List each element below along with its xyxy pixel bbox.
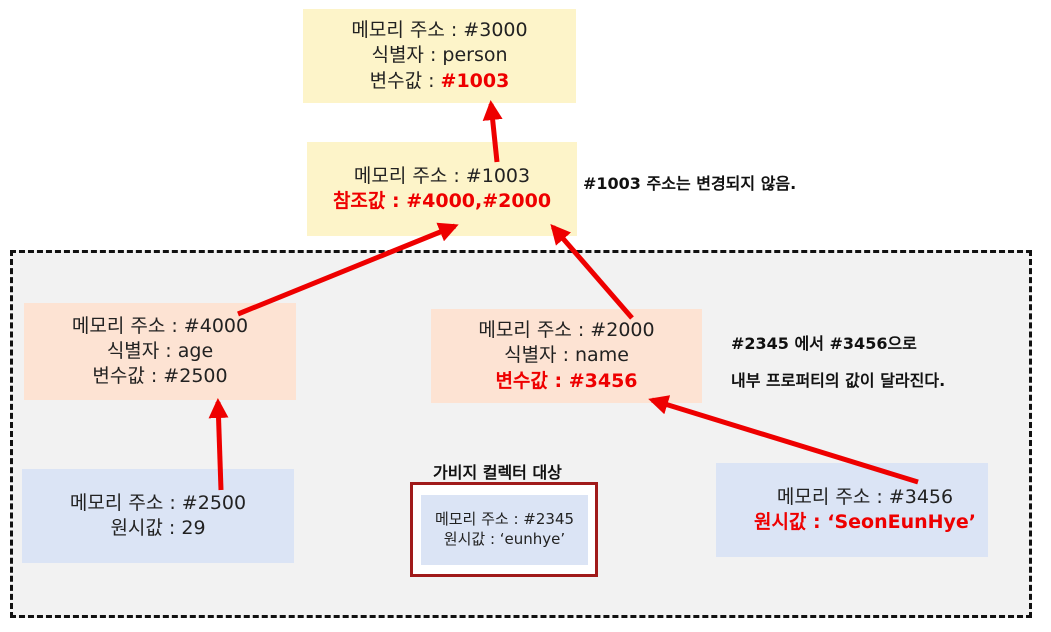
name-primitive-value: 원시값 : ‘SeonEunHye’ (753, 511, 977, 533)
object-reference: 참조값 : #4000,#2000 (332, 190, 552, 212)
note-unchanged: #1003 주소는 변경되지 않음. (583, 174, 797, 193)
note-changed-line2: 내부 프로퍼티의 값이 달라진다. (731, 371, 946, 390)
name-primitive-box: 메모리 주소 : #3456 원시값 : ‘SeonEunHye’ (716, 463, 988, 557)
person-value: #1003 (440, 69, 510, 92)
age-address: 메모리 주소 : #4000 (71, 314, 249, 337)
age-value: 변수값 : #2500 (92, 365, 228, 388)
object-address: 메모리 주소 : #1003 (353, 164, 531, 187)
arrow-name-primitive-to-name (648, 395, 919, 485)
age-variable-box: 메모리 주소 : #4000 식별자 : age 변수값 : #2500 (24, 303, 296, 400)
name-address: 메모리 주소 : #2000 (478, 319, 655, 342)
arrow-object-to-person (482, 100, 503, 163)
arrow-age-primitive-to-age (208, 398, 229, 491)
age-identifier: 식별자 : age (106, 339, 214, 362)
person-value-label: 변수값 : (369, 69, 441, 92)
person-object-box: 메모리 주소 : #1003 참조값 : #4000,#2000 (307, 142, 577, 236)
name-primitive-address: 메모리 주소 : #3456 (776, 485, 954, 508)
gc-address: 메모리 주소 : #2345 (434, 510, 575, 529)
arrow-age-to-object (237, 222, 459, 317)
name-value: 변수값 : #3456 (495, 369, 638, 392)
gc-box: 메모리 주소 : #2345 원시값 : ‘eunhye’ (421, 495, 588, 565)
arrow-name-to-object (550, 223, 634, 320)
name-identifier: 식별자 : name (504, 344, 629, 367)
name-variable-box: 메모리 주소 : #2000 식별자 : name 변수값 : #3456 (431, 309, 702, 403)
age-primitive-value: 원시값 : 29 (110, 517, 206, 539)
age-primitive-box: 메모리 주소 : #2500 원시값 : 29 (22, 469, 294, 563)
person-identifier: 식별자 : person (371, 44, 508, 67)
note-changed-line1: #2345 에서 #3456으로 (731, 334, 917, 353)
gc-value: 원시값 : ‘eunhye’ (443, 530, 566, 548)
person-address: 메모리 주소 : #3000 (351, 19, 528, 42)
person-variable-box: 메모리 주소 : #3000 식별자 : person 변수값 : #1003 (303, 9, 576, 103)
person-value-line: 변수값 : #1003 (370, 69, 510, 94)
gc-title: 가비지 컬렉터 대상 (433, 463, 562, 482)
age-primitive-address: 메모리 주소 : #2500 (69, 491, 247, 514)
